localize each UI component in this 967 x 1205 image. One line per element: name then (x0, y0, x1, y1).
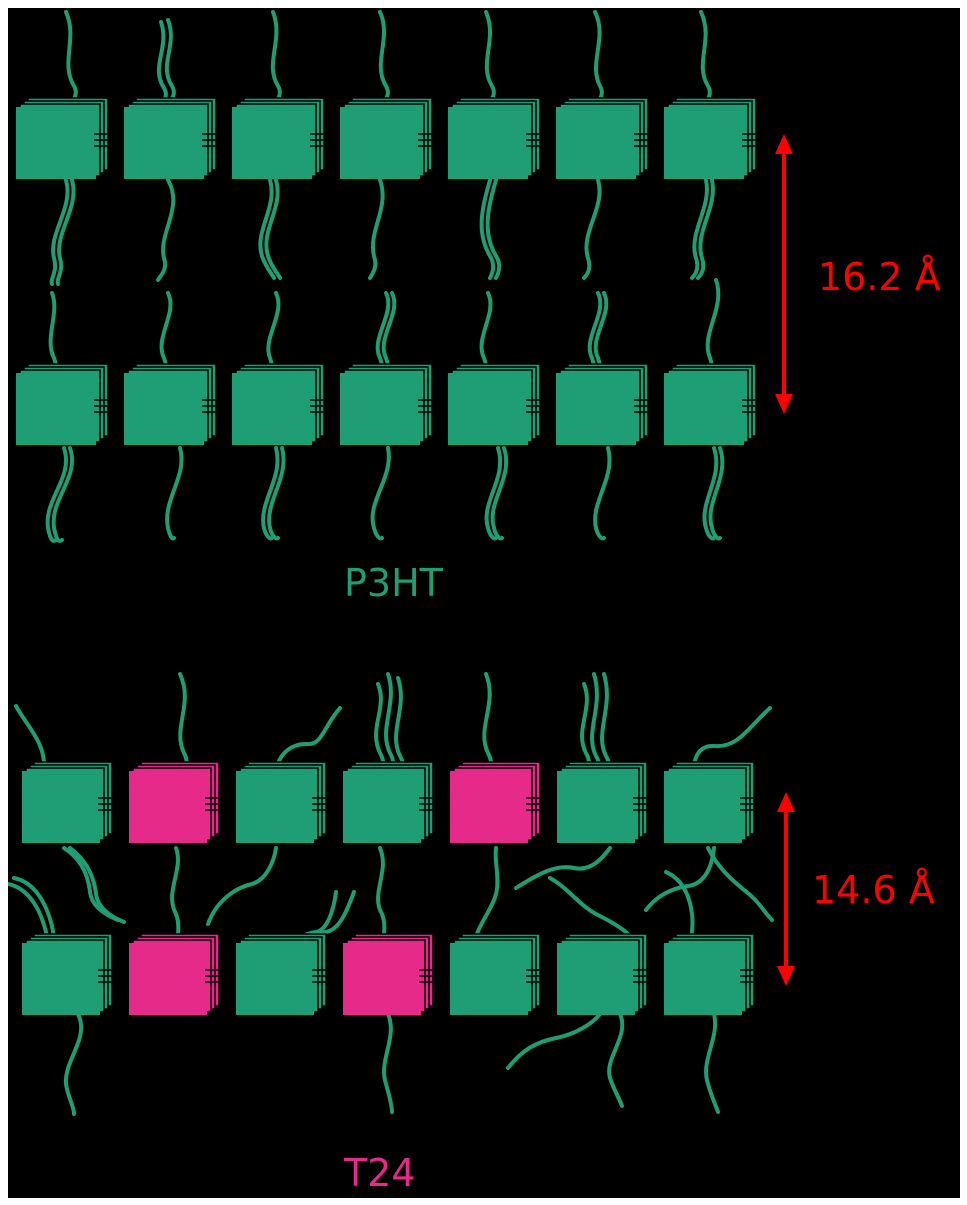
thiophene-stack (124, 363, 217, 445)
thiophene-layer (450, 943, 528, 1015)
thiophene-layer (664, 943, 742, 1015)
p3ht-label: P3HT (344, 561, 444, 605)
thiophene-layer (340, 107, 420, 179)
thiophene-layer (340, 373, 420, 445)
t24-spacing-label: 14.6 Å (812, 868, 935, 912)
thiophene-layer (129, 943, 207, 1015)
thiophene-stack (343, 933, 434, 1015)
thiophene-stack (16, 97, 109, 179)
thiophene-stack (556, 363, 649, 445)
thiophene-layer (236, 943, 314, 1015)
thiophene-stack (340, 97, 433, 179)
thiophene-stack (448, 97, 541, 179)
thiophene-layer (343, 771, 421, 843)
p3ht-spacing-label: 16.2 Å (818, 255, 941, 299)
thiophene-layer (343, 943, 421, 1015)
thiophene-layer (232, 373, 312, 445)
panel-t24: 14.6 Å T24 (8, 672, 935, 1195)
thiophene-layer (448, 107, 528, 179)
thiophene-stack (124, 97, 217, 179)
thiophene-stack (664, 761, 755, 843)
thiophene-layer (556, 373, 636, 445)
thiophene-stack (557, 933, 648, 1015)
thiophene-stack (556, 97, 649, 179)
thiophene-stack (236, 933, 327, 1015)
thiophene-layer (557, 771, 635, 843)
thiophene-layer (124, 107, 204, 179)
thiophene-layer (22, 771, 100, 843)
p3ht-side-chains (45, 10, 725, 543)
thiophene-layer (232, 107, 312, 179)
thiophene-layer (664, 107, 744, 179)
thiophene-stack (236, 761, 327, 843)
p3ht-spacing-arrow (775, 134, 793, 414)
thiophene-stack (232, 97, 325, 179)
thiophene-layer (557, 943, 635, 1015)
diagram-canvas: 16.2 Å P3HT (8, 8, 960, 1198)
thiophene-stack (232, 363, 325, 445)
t24-spacing-arrow (777, 792, 795, 986)
thiophene-layer (16, 107, 96, 179)
thiophene-stack (450, 933, 541, 1015)
thiophene-stack (340, 363, 433, 445)
thiophene-stack (22, 933, 113, 1015)
p3ht-thiophene-stacks (16, 97, 757, 445)
thiophene-stack (448, 363, 541, 445)
thiophene-layer (448, 373, 528, 445)
panel-p3ht: 16.2 Å P3HT (16, 10, 941, 605)
thiophene-stack (129, 761, 220, 843)
thiophene-stack (22, 761, 113, 843)
thiophene-layer (236, 771, 314, 843)
thiophene-stack (450, 761, 541, 843)
thiophene-layer (556, 107, 636, 179)
thiophene-layer (664, 771, 742, 843)
t24-side-chains (8, 672, 774, 1116)
thiophene-layer (129, 771, 207, 843)
thiophene-stack (16, 363, 109, 445)
thiophene-layer (450, 771, 528, 843)
thiophene-layer (124, 373, 204, 445)
thiophene-layer (664, 373, 744, 445)
thiophene-stack (664, 97, 757, 179)
thiophene-stack (664, 933, 755, 1015)
thiophene-stack (664, 363, 757, 445)
packing-diagram: 16.2 Å P3HT (8, 10, 941, 1195)
thiophene-stack (343, 761, 434, 843)
thiophene-stack (557, 761, 648, 843)
thiophene-layer (22, 943, 100, 1015)
thiophene-stack (129, 933, 220, 1015)
thiophene-layer (16, 373, 96, 445)
t24-thiophene-stacks (22, 761, 755, 1015)
t24-label: T24 (343, 1151, 416, 1195)
